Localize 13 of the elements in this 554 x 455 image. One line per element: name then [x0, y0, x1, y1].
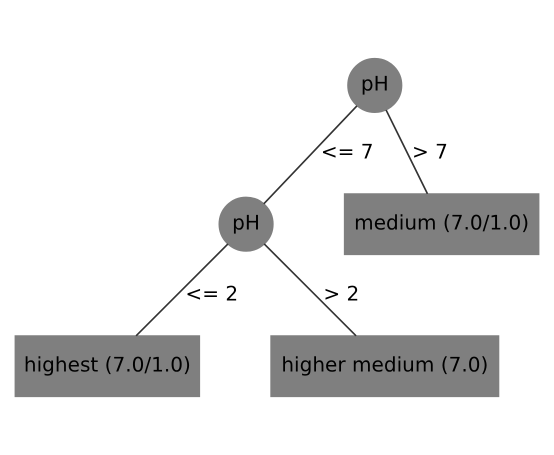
connector	[264, 243, 357, 336]
node-box: medium (7.0/1.0)	[344, 193, 540, 256]
edge-label: <= 2	[185, 281, 238, 306]
connector	[136, 243, 229, 336]
edge-label: <= 7	[320, 139, 374, 164]
node-circle: pH	[347, 58, 402, 113]
edge-label: > 7	[412, 139, 448, 164]
edge-label: > 2	[323, 281, 360, 306]
node-box: higher medium (7.0)	[270, 335, 500, 398]
node-circle: pH	[218, 196, 274, 252]
connector	[263, 105, 358, 204]
connector	[385, 110, 428, 194]
node-box: highest (7.0/1.0)	[14, 335, 200, 398]
